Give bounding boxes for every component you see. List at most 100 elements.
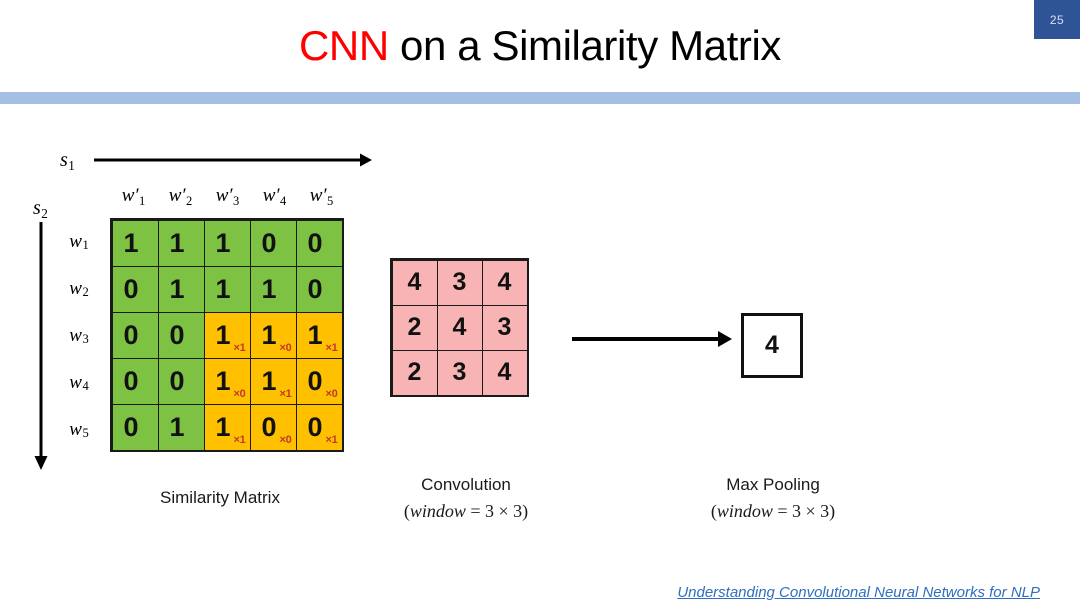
- source-link[interactable]: Understanding Convolutional Neural Netwo…: [677, 584, 1040, 601]
- cell-value: 0: [123, 411, 139, 442]
- similarity-cell-r2-c2[interactable]: 1: [157, 265, 205, 313]
- cell-value: 1: [215, 411, 231, 442]
- max-pooling-output-box[interactable]: 4: [741, 313, 803, 378]
- convolution-cell-r3-c1[interactable]: 2: [391, 349, 438, 396]
- similarity-cell-r3-c1[interactable]: 0: [111, 311, 159, 359]
- maxpool-caption-title: Max Pooling: [726, 475, 820, 494]
- s2-symbol: s: [33, 197, 41, 219]
- similarity-cell-r5-c5[interactable]: 0×1: [295, 403, 343, 451]
- similarity-cell-r2-c1[interactable]: 0: [111, 265, 159, 313]
- similarity-cell-r3-c4[interactable]: 1×0: [249, 311, 297, 359]
- cell-value: 1: [169, 227, 185, 258]
- s1-symbol: s: [60, 149, 68, 171]
- similarity-cell-r4-c2[interactable]: 0: [157, 357, 205, 405]
- kernel-multiplier: ×0: [233, 387, 246, 400]
- similarity-cell-r4-c4[interactable]: 1×1: [249, 357, 297, 405]
- similarity-cell-r1-c1[interactable]: 1: [111, 219, 159, 267]
- conv-paren-open: (: [403, 500, 410, 521]
- similarity-cell-r5-c3[interactable]: 1×1: [203, 403, 251, 451]
- cell-value: 1: [261, 319, 277, 350]
- cell-value: 1: [261, 365, 277, 396]
- convolution-cell-r1-c2[interactable]: 3: [436, 259, 483, 306]
- kernel-multiplier: ×1: [325, 341, 338, 354]
- similarity-cell-r3-c3[interactable]: 1×1: [203, 311, 251, 359]
- flow-arrow-icon: [572, 331, 732, 347]
- similarity-cell-r4-c5[interactable]: 0×0: [295, 357, 343, 405]
- similarity-matrix-caption: Similarity Matrix: [108, 486, 332, 511]
- convolution-cell-r1-c1[interactable]: 4: [391, 259, 438, 306]
- kernel-multiplier: ×1: [233, 433, 246, 446]
- s2-axis-arrow-icon: [34, 222, 48, 470]
- similarity-cell-r5-c2[interactable]: 1: [157, 403, 205, 451]
- cell-value: 1: [169, 411, 185, 442]
- pool-window-word: window: [716, 500, 773, 521]
- cell-value: 1: [169, 273, 185, 304]
- column-header-3: w′3: [215, 185, 240, 208]
- similarity-caption-title: Similarity Matrix: [160, 488, 280, 507]
- cell-value: 0: [261, 227, 277, 258]
- similarity-cell-r2-c5[interactable]: 0: [295, 265, 343, 313]
- convolution-caption: Convolution (window = 3 × 3): [355, 473, 577, 524]
- similarity-cell-r5-c4[interactable]: 0×0: [249, 403, 297, 451]
- conv-window-eq: = 3 × 3): [465, 500, 529, 521]
- similarity-cell-r2-c4[interactable]: 1: [249, 265, 297, 313]
- convolution-caption-window: (window = 3 × 3): [355, 498, 577, 524]
- kernel-multiplier: ×1: [279, 387, 292, 400]
- convolution-cell-r2-c3[interactable]: 3: [481, 304, 528, 351]
- s2-axis-label: s2: [33, 197, 48, 220]
- cell-value: 1: [123, 227, 139, 258]
- similarity-cell-r2-c3[interactable]: 1: [203, 265, 251, 313]
- convolution-caption-title: Convolution: [421, 475, 511, 494]
- column-header-2: w′2: [168, 185, 193, 208]
- max-pooling-caption: Max Pooling (window = 3 × 3): [662, 473, 884, 524]
- similarity-cell-r1-c2[interactable]: 1: [157, 219, 205, 267]
- similarity-cell-r5-c1[interactable]: 0: [111, 403, 159, 451]
- cell-value: 0: [307, 411, 323, 442]
- cell-value: 0: [307, 227, 323, 258]
- cell-value: 0: [307, 273, 323, 304]
- similarity-cell-r4-c1[interactable]: 0: [111, 357, 159, 405]
- convolution-cell-r2-c2[interactable]: 4: [436, 304, 483, 351]
- similarity-cell-r3-c5[interactable]: 1×1: [295, 311, 343, 359]
- cell-value: 1: [215, 273, 231, 304]
- cell-value: 0: [169, 319, 185, 350]
- similarity-cell-r3-c2[interactable]: 0: [157, 311, 205, 359]
- cell-value: 0: [169, 365, 185, 396]
- cell-value: 0: [261, 411, 277, 442]
- similarity-cell-r4-c3[interactable]: 1×0: [203, 357, 251, 405]
- maxpool-caption-window: (window = 3 × 3): [662, 498, 884, 524]
- pool-window-eq: = 3 × 3): [772, 500, 836, 521]
- cell-value: 1: [215, 365, 231, 396]
- slide-number-text: 25: [1049, 12, 1065, 27]
- title-divider: [0, 92, 1080, 104]
- similarity-cell-r1-c4[interactable]: 0: [249, 219, 297, 267]
- convolution-cell-r2-c1[interactable]: 2: [391, 304, 438, 351]
- s1-axis-arrow-icon: [94, 153, 372, 167]
- kernel-multiplier: ×1: [325, 433, 338, 446]
- similarity-cell-r1-c3[interactable]: 1: [203, 219, 251, 267]
- kernel-multiplier: ×0: [325, 387, 338, 400]
- convolution-cell-r3-c3[interactable]: 4: [481, 349, 528, 396]
- max-pooling-value: 4: [765, 331, 779, 359]
- slide-number-badge: 25: [1034, 0, 1080, 39]
- convolution-cell-r1-c3[interactable]: 4: [481, 259, 528, 306]
- similarity-cell-r1-c5[interactable]: 0: [295, 219, 343, 267]
- cell-value: 0: [123, 365, 139, 396]
- kernel-multiplier: ×0: [279, 433, 292, 446]
- column-header-5: w′5: [309, 185, 334, 208]
- convolution-cell-r3-c2[interactable]: 3: [436, 349, 483, 396]
